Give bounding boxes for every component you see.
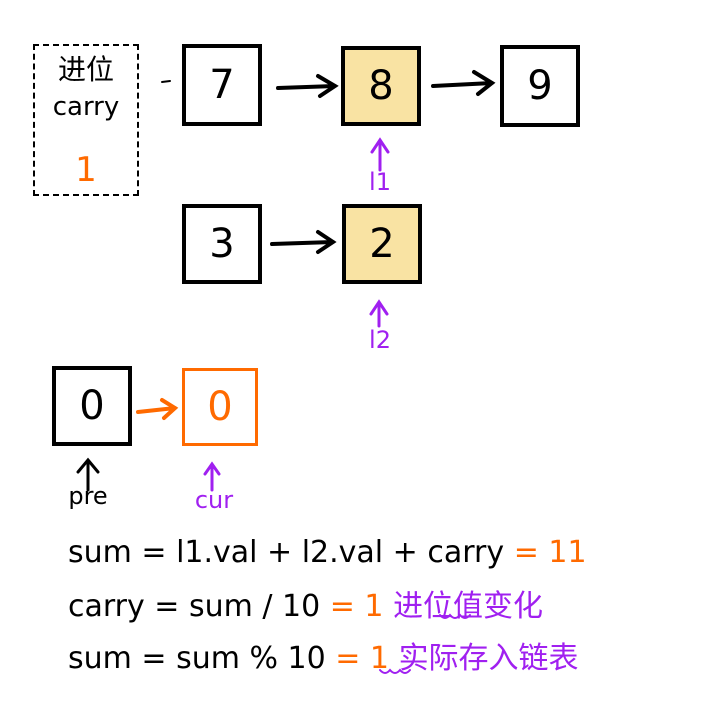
l1-node-3: 9 [500,45,580,127]
pre-pointer-label: pre [68,482,108,510]
carry-connector-icon [161,80,171,83]
orange-arrow-icon [136,398,179,420]
arrow-icon [276,74,339,98]
l2-node-1: 3 [182,204,262,284]
cur-pointer-arrow-icon [203,461,221,492]
l1-node-1: 7 [182,44,262,126]
underline-squiggle-icon [379,668,411,674]
result-node-cur: 0 [182,368,258,446]
l1-pointer-label: l1 [369,168,391,196]
arrow-icon [270,230,337,254]
pre-pointer-arrow-icon [76,457,100,492]
dummy-node-pre: 0 [52,366,132,446]
carry-title-en: carry [52,92,120,122]
formula-result: = 11 [513,535,587,570]
formula-result: = 1 [335,641,390,676]
formula-expr: carry = sum / 10 [68,589,321,624]
carry-box [33,44,139,196]
l1-pointer-arrow-icon [370,137,390,172]
formula-expr: sum = sum % 10 [68,641,326,676]
formula-result: = 1 [329,589,384,624]
l2-pointer-label: l2 [369,326,391,354]
formula-sum: sum = l1.val + l2.val + carry = 11 [68,535,587,570]
formula-carry: carry = sum / 10 = 1 进位值变化 [68,581,543,625]
underline-squiggle-icon [439,613,471,619]
l1-node-2-highlighted: 8 [341,46,421,126]
formula-expr: sum = l1.val + l2.val + carry [68,535,505,570]
formula-note: 进位值变化 [393,589,544,624]
l2-pointer-arrow-icon [369,299,389,328]
cur-pointer-label: cur [194,486,234,514]
arrow-icon [431,70,496,96]
carry-title-cn: 进位 [57,53,114,86]
formula-note: 实际存入链表 [398,641,579,676]
carry-value: 1 [75,150,97,190]
l2-node-2-highlighted: 2 [342,204,422,284]
formula-mod: sum = sum % 10 = 1 实际存入链表 [68,633,579,677]
